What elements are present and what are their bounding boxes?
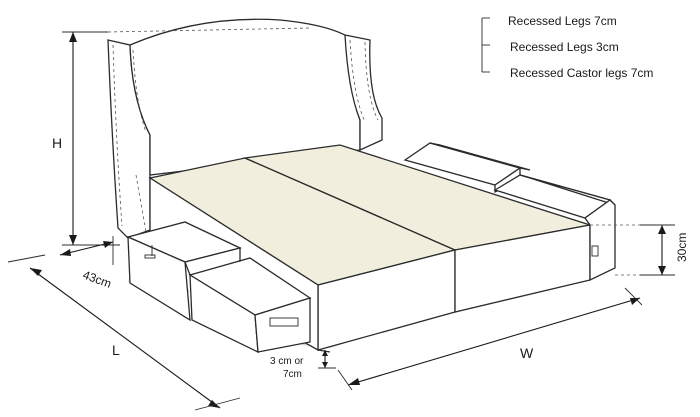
width-dimension	[337, 287, 643, 391]
length-label: L	[112, 342, 120, 358]
legend-item-castor-legs: Recessed Castor legs 7cm	[510, 66, 653, 80]
width-label: W	[520, 345, 534, 361]
leg-height-label-2: 7cm	[283, 369, 302, 380]
legend	[481, 17, 490, 73]
height-label: H	[52, 135, 62, 151]
drawer-handle	[269, 317, 299, 327]
leg-height-dimension	[318, 350, 336, 369]
legend-item-legs-7cm: Recessed Legs 7cm	[508, 14, 617, 28]
drawer-height-label: 30cm	[675, 233, 689, 262]
leg-height-label-1: 3 cm or	[270, 356, 304, 367]
legend-item-legs-3cm: Recessed Legs 3cm	[510, 40, 619, 54]
drawer-height-dimension	[590, 224, 675, 276]
length-dimension	[7, 254, 241, 411]
depth-label: 43cm	[81, 268, 113, 291]
depth-dimension	[59, 236, 114, 265]
height-dimension	[62, 27, 311, 246]
left-drawer-front	[188, 255, 312, 354]
headboard	[107, 18, 383, 239]
